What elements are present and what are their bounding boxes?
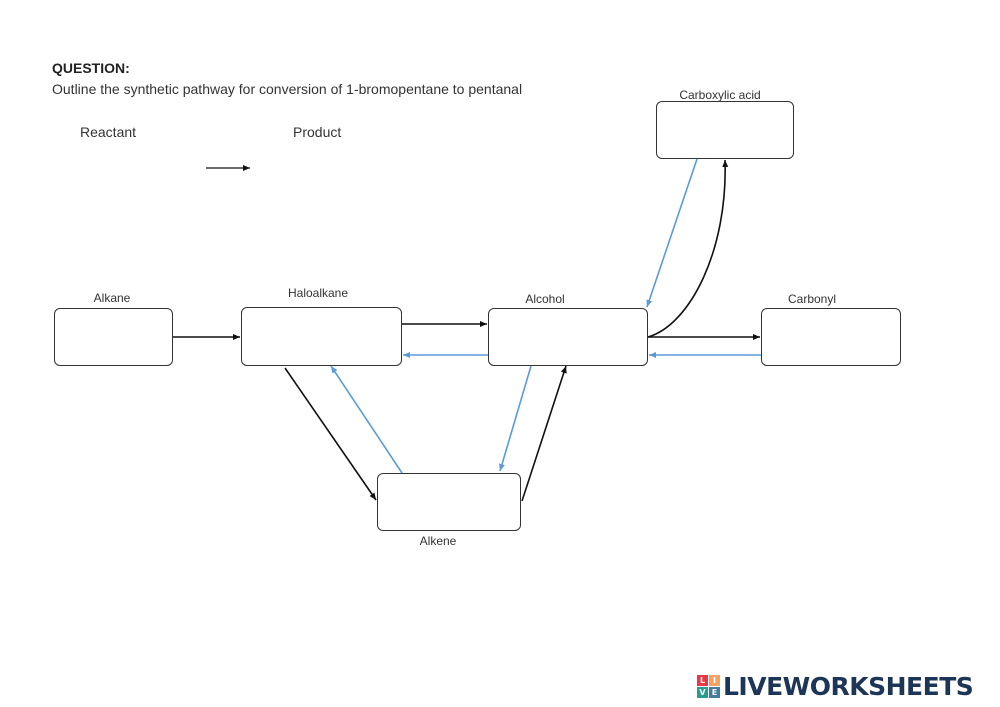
alkane-label: Alkane bbox=[93, 291, 131, 305]
arrow-carboxylic-acid-to-alcohol bbox=[646, 158, 698, 308]
alcohol-label: Alcohol bbox=[525, 292, 565, 306]
badge-letter: L bbox=[697, 674, 708, 686]
carboxylic-acid-label: Carboxylic acid bbox=[679, 88, 761, 102]
question-heading: QUESTION: bbox=[52, 60, 130, 76]
brand-text: LIVEWORKSHEETS bbox=[723, 671, 974, 701]
carbonyl-label: Carbonyl bbox=[787, 292, 837, 306]
arrow-alcohol-to-alkene bbox=[499, 365, 532, 472]
alkene-box[interactable] bbox=[377, 473, 521, 531]
badge-letter: V bbox=[697, 686, 708, 698]
legend-product-label: Product bbox=[293, 124, 342, 140]
haloalkane-label: Haloalkane bbox=[287, 286, 349, 300]
arrow-alkene-to-haloalkane bbox=[330, 365, 403, 474]
badge-letter: I bbox=[709, 674, 720, 686]
badge-letter: E bbox=[709, 686, 720, 698]
alkene-label: Alkene bbox=[419, 534, 457, 548]
legend-reactant-label: Reactant bbox=[80, 124, 137, 140]
haloalkane-box[interactable] bbox=[241, 307, 402, 366]
arrow-alcohol-to-carboxylic-acid bbox=[647, 159, 729, 338]
alkane-box[interactable] bbox=[54, 308, 173, 366]
carbonyl-box[interactable] bbox=[761, 308, 901, 366]
arrow-haloalkane-to-alkene bbox=[284, 367, 377, 501]
brand-badge-icon: L I V E bbox=[697, 674, 720, 698]
liveworksheets-logo: L I V E LIVEWORKSHEETS bbox=[697, 671, 974, 701]
carboxylic-acid-box[interactable] bbox=[656, 101, 794, 159]
question-text: Outline the synthetic pathway for conver… bbox=[52, 81, 523, 97]
alcohol-box[interactable] bbox=[488, 308, 648, 366]
arrow-alkene-to-alcohol bbox=[521, 365, 567, 502]
